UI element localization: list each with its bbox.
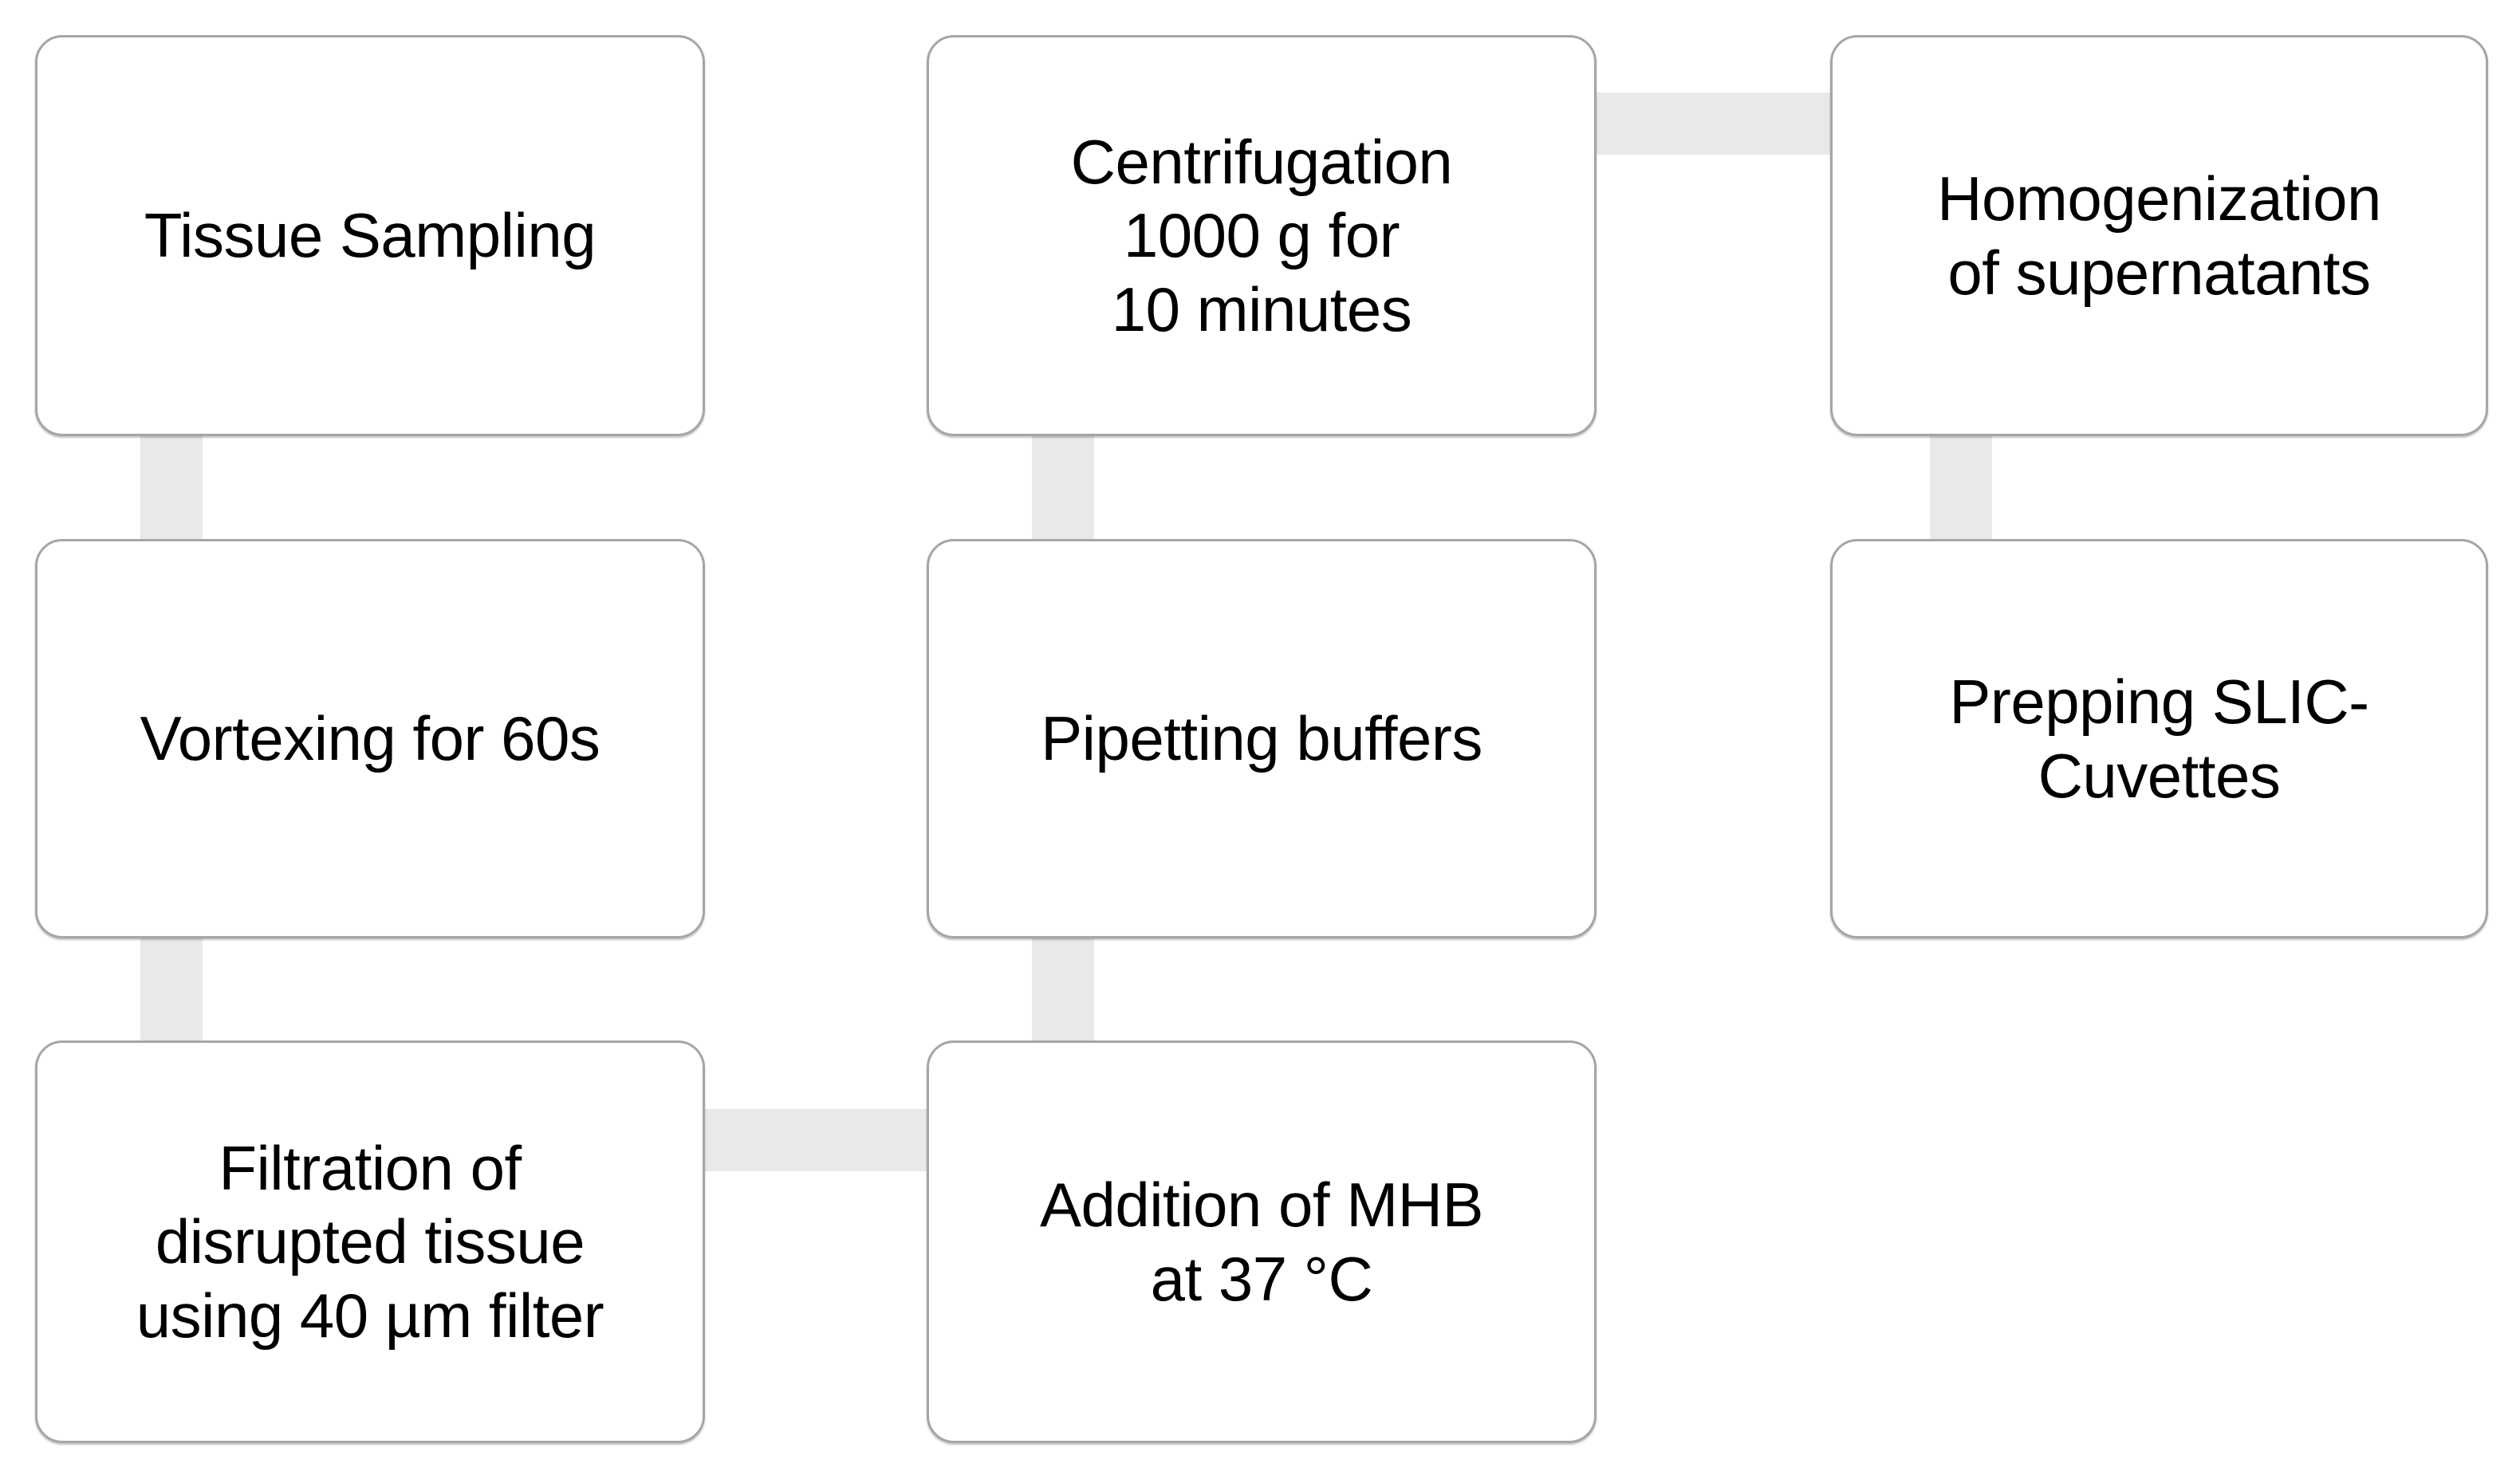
node-vortexing[interactable]: Vortexing for 60s: [35, 539, 705, 938]
node-tissue-sampling[interactable]: Tissue Sampling: [35, 35, 705, 436]
node-label-vortexing: Vortexing for 60s: [140, 703, 600, 774]
connector-centrifugation-to-homogenization: [1595, 92, 1833, 155]
connector-homogenization-to-prepping-cuvettes: [1930, 435, 1992, 541]
node-pipetting-buffers[interactable]: Pipetting buffers: [927, 539, 1597, 938]
node-addition-of-mhb[interactable]: Addition of MHB at 37 °C: [927, 1040, 1597, 1443]
node-label-tissue-sampling: Tissue Sampling: [144, 200, 597, 271]
connector-tissue-sampling-to-vortexing: [140, 435, 203, 541]
node-label-homogenization: Homogenization of supernatants: [1937, 163, 2381, 308]
connector-addition-of-mhb-to-pipetting-buffers: [1032, 937, 1094, 1042]
node-label-prepping-cuvettes: Prepping SLIC- Cuvettes: [1949, 667, 2369, 811]
node-label-filtration: Filtration of disrupted tissue using 40 …: [136, 1133, 604, 1351]
node-prepping-cuvettes[interactable]: Prepping SLIC- Cuvettes: [1830, 539, 2488, 938]
node-centrifugation[interactable]: Centrifugation 1000 g for 10 minutes: [927, 35, 1597, 436]
node-label-pipetting-buffers: Pipetting buffers: [1041, 703, 1482, 774]
node-label-addition-of-mhb: Addition of MHB at 37 °C: [1039, 1170, 1484, 1314]
connector-vortexing-to-filtration: [140, 937, 203, 1042]
node-label-centrifugation: Centrifugation 1000 g for 10 minutes: [1070, 127, 1453, 344]
connector-pipetting-buffers-to-centrifugation: [1032, 435, 1094, 541]
connector-filtration-to-addition-of-mhb: [703, 1109, 929, 1171]
node-filtration[interactable]: Filtration of disrupted tissue using 40 …: [35, 1040, 705, 1443]
node-homogenization[interactable]: Homogenization of supernatants: [1830, 35, 2488, 436]
